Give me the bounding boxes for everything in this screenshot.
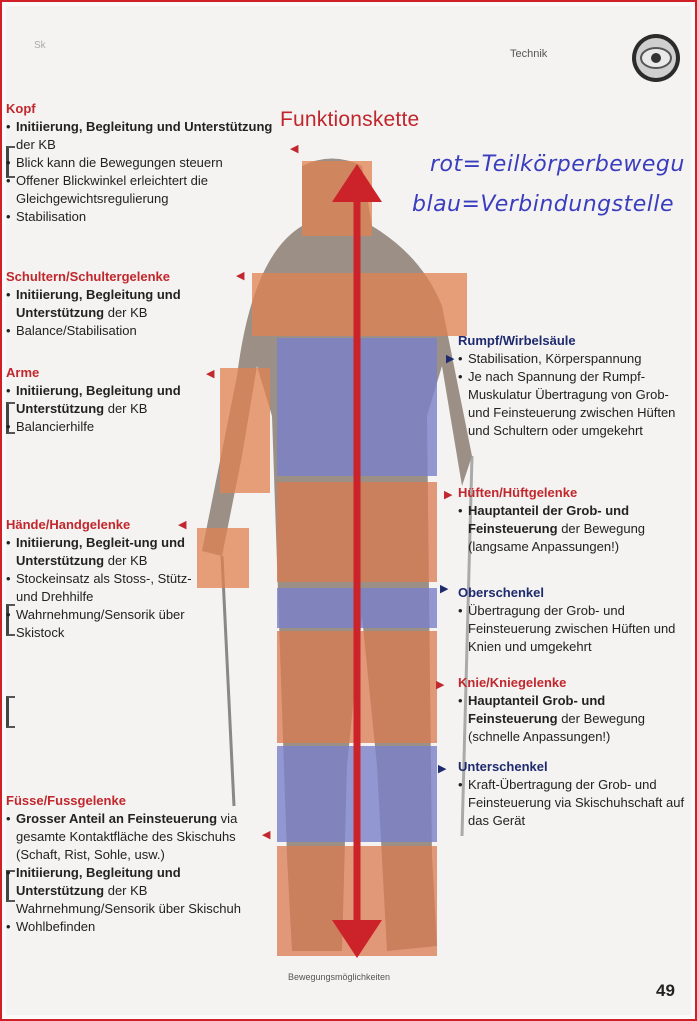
block-head: Schultern/Schultergelenke [6,268,228,286]
block-head: Knie/Kniegelenke [458,674,688,692]
block-head: Oberschenkel [458,584,688,602]
block-knie: Knie/Kniegelenke Hauptanteil Grob- und F… [458,674,688,746]
marker-rumpf-icon: ▶ [446,352,454,365]
block-head: Füsse/Fussgelenke [6,792,268,810]
block-head: Hüften/Hüftgelenke [458,484,688,502]
marker-fuesse-icon: ◀ [262,828,270,841]
list-item: Initiierung, Begleitung und Unterstützun… [6,286,228,322]
list-item: Wahrnehmung/Sensorik über Skistock [6,606,194,642]
list-item: Hauptanteil der Grob- und Feinsteuerung … [458,502,688,556]
overlay-hand [197,528,249,588]
list-item: Wohlbefinden [6,918,268,936]
list-item: Balance/Stabilisation [6,322,228,340]
figure-caption: Bewegungsmöglichkeiten [288,972,390,982]
block-head: Kopf [6,100,274,118]
list-item: Stockeinsatz als Stoss-, Stütz- und Dreh… [6,570,194,606]
list-item: Initiierung, Begleitung und Unterstützun… [6,864,268,918]
block-unterschenkel: Unterschenkel Kraft-Übertragung der Grob… [458,758,688,830]
list-item: Offener Blickwinkel erleichtert die Glei… [6,172,274,208]
block-rumpf: Rumpf/Wirbelsäule Stabilisation, Körpers… [458,332,688,440]
marker-kopf-icon: ◀ [290,142,298,155]
marker-hueften-icon: ▶ [444,488,452,501]
marker-schultern-icon: ◀ [236,269,244,282]
marker-unterschenkel-icon: ▶ [438,762,446,775]
technik-logo-icon [630,32,682,84]
list-item: Stabilisation, Körperspannung [458,350,688,368]
overlay-arm [220,368,270,493]
list-item: Übertragung der Grob- und Feinsteuerung … [458,602,688,656]
list-item: Blick kann die Bewegungen steuern [6,154,274,172]
page-title: Funktionskette [280,108,419,132]
document-page: Sk Technik Funktionskette rot=Teilkörper… [6,6,691,1015]
block-hueften: Hüften/Hüftgelenke Hauptanteil der Grob-… [458,484,688,556]
list-item: Balancierhilfe [6,418,186,436]
list-item: Je nach Spannung der Rumpf-Muskulatur Üb… [458,368,688,440]
page-number: 49 [656,981,675,1001]
marker-haende-icon: ◀ [178,518,186,531]
block-head: Unterschenkel [458,758,688,776]
block-oberschenkel: Oberschenkel Übertragung der Grob- und F… [458,584,688,656]
marker-arme-icon: ◀ [206,367,214,380]
block-schultern: Schultern/Schultergelenke Initiierung, B… [6,268,228,340]
list-item: Grosser Anteil an Feinsteuerung via gesa… [6,810,268,864]
binder-ring [6,696,15,728]
list-item: Initiierung, Begleit-ung und Unterstützu… [6,534,194,570]
list-item: Hauptanteil Grob- und Feinsteuerung der … [458,692,688,746]
block-kopf: Kopf Initiierung, Begleitung und Unterst… [6,100,274,226]
block-head: Rumpf/Wirbelsäule [458,332,688,350]
list-item: Initiierung, Begleitung und Unterstützun… [6,382,186,418]
marker-knie-icon: ▶ [436,678,444,691]
corner-mark: Sk [34,40,46,51]
list-item: Kraft-Übertragung der Grob- und Feinsteu… [458,776,688,830]
list-item: Stabilisation [6,208,274,226]
block-arme: Arme Initiierung, Begleitung und Unterst… [6,364,186,436]
block-head: Arme [6,364,186,382]
list-item: Initiierung, Begleitung und Unterstützun… [6,118,274,154]
block-head: Hände/Handgelenke [6,516,194,534]
section-label: Technik [510,48,547,60]
block-fuesse: Füsse/Fussgelenke Grosser Anteil an Fein… [6,792,268,936]
block-haende: Hände/Handgelenke Initiierung, Begleit-u… [6,516,194,642]
marker-oberschenkel-icon: ▶ [440,582,448,595]
